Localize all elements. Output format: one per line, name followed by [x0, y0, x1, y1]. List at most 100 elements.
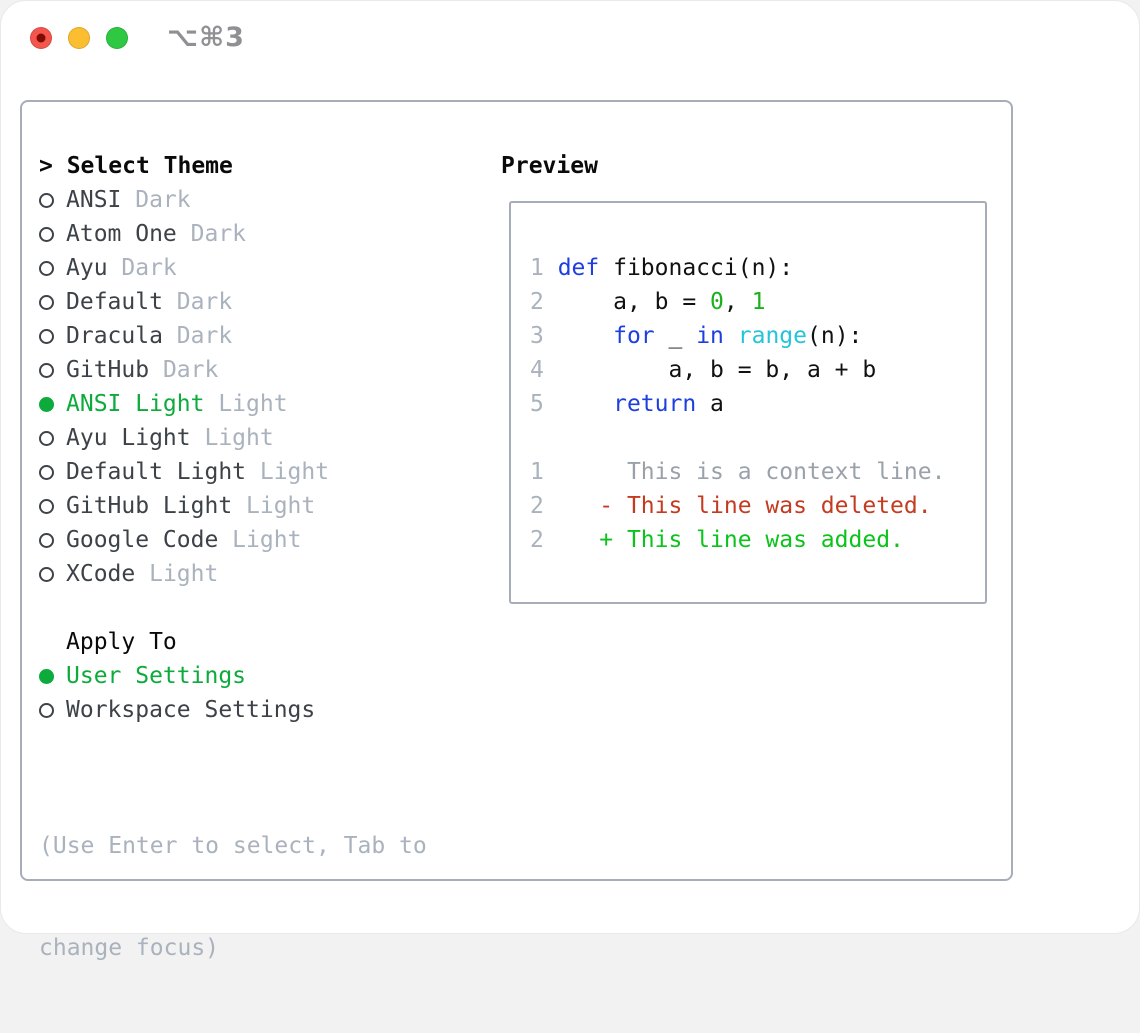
theme-option-atom-one[interactable]: Atom One Dark — [39, 217, 329, 251]
line-number: 4 — [530, 357, 558, 383]
code-segment-literal: 0 — [710, 289, 724, 315]
code-segment-literal: 1 — [751, 289, 766, 315]
radio-icon[interactable] — [39, 532, 54, 548]
theme-name: GitHub — [66, 357, 150, 383]
code-segment-deleted: - This line was deleted. — [557, 493, 932, 519]
theme-name: Default — [66, 289, 163, 315]
theme-name: ANSI Light — [66, 391, 205, 417]
code-line: 2 a, b = 0, 1 — [530, 285, 945, 319]
theme-variant: Light — [204, 391, 288, 417]
theme-variant: Dark — [107, 255, 177, 281]
radio-icon[interactable] — [39, 430, 54, 446]
code-line: 1 def fibonacci(n): — [530, 251, 945, 285]
code-line: 1 This is a context line. — [530, 455, 945, 489]
theme-option-github-light[interactable]: GitHub Light Light — [39, 489, 329, 523]
radio-icon[interactable] — [39, 464, 54, 480]
help-text: (Use Enter to select, Tab to change focu… — [39, 761, 427, 1033]
code-line: 4 a, b = b, a + b — [530, 353, 945, 387]
radio-icon[interactable] — [39, 192, 54, 208]
theme-name: Ayu Light — [66, 425, 191, 451]
theme-name: Default Light — [66, 459, 247, 485]
code-line: 2 + This line was added. — [530, 523, 945, 557]
code-segment-code: _ — [654, 323, 697, 349]
radio-icon[interactable] — [39, 362, 54, 378]
apply-option-user-settings[interactable]: User Settings — [39, 659, 315, 693]
window-shortcut-label: ⌥⌘3 — [167, 22, 245, 53]
theme-option-ansi-light[interactable]: ANSI Light Light — [39, 387, 329, 421]
theme-option-github[interactable]: GitHub Dark — [39, 353, 329, 387]
theme-option-dracula[interactable]: Dracula Dark — [39, 319, 329, 353]
line-number: 1 — [530, 255, 558, 281]
theme-option-google-code[interactable]: Google Code Light — [39, 523, 329, 557]
code-segment-keyword: return — [613, 391, 697, 417]
code-segment-code: (n): — [807, 323, 863, 349]
theme-variant: Dark — [121, 187, 191, 213]
radio-icon[interactable] — [39, 566, 54, 582]
theme-option-ayu-light[interactable]: Ayu Light Light — [39, 421, 329, 455]
radio-icon[interactable] — [39, 294, 54, 310]
code-segment-code — [558, 323, 613, 349]
code-line: 2 - This line was deleted. — [530, 489, 945, 523]
theme-option-ayu[interactable]: Ayu Dark — [39, 251, 329, 285]
zoom-button[interactable] — [106, 27, 128, 49]
code-segment-code — [724, 323, 738, 349]
radio-icon[interactable] — [39, 702, 54, 718]
radio-icon[interactable] — [39, 226, 54, 242]
theme-variant: Dark — [149, 357, 219, 383]
code-segment-added: + This line was added. — [557, 527, 904, 553]
theme-name: Atom One — [66, 221, 177, 247]
code-segment-keyword: for — [613, 323, 655, 349]
line-number: 5 — [530, 391, 558, 417]
apply-option-workspace-settings[interactable]: Workspace Settings — [39, 693, 315, 727]
theme-option-default[interactable]: Default Dark — [39, 285, 329, 319]
selection-cursor-icon: > — [39, 153, 67, 179]
code-segment-code: a, b = — [557, 289, 711, 315]
close-button[interactable] — [30, 27, 52, 49]
line-number: 2 — [530, 289, 558, 315]
select-theme-title: Select Theme — [66, 153, 233, 179]
line-number: 2 — [530, 493, 558, 519]
theme-option-default-light[interactable]: Default Light Light — [39, 455, 329, 489]
code-line: 5 return a — [530, 387, 945, 421]
theme-option-ansi[interactable]: ANSI Dark — [39, 183, 329, 217]
theme-option-xcode[interactable]: XCode Light — [39, 557, 329, 591]
theme-variant: Light — [190, 425, 274, 451]
window-controls — [30, 27, 128, 49]
theme-name: Dracula — [66, 323, 163, 349]
theme-variant: Dark — [162, 289, 233, 315]
line-number: 2 — [530, 527, 558, 553]
code-segment-code: a, b = b, a + b — [557, 357, 877, 383]
code-segment-code: a — [696, 391, 724, 417]
theme-name: Google Code — [66, 527, 219, 553]
radio-icon[interactable] — [39, 328, 54, 344]
theme-variant: Light — [232, 493, 316, 519]
radio-selected-icon[interactable] — [39, 668, 54, 684]
code-segment-code: , — [723, 289, 752, 315]
minimize-button[interactable] — [68, 27, 90, 49]
theme-name: ANSI — [66, 187, 122, 213]
line-number: 1 — [530, 459, 558, 485]
theme-variant: Light — [246, 459, 330, 485]
code-segment-keyword: in — [696, 323, 724, 349]
help-line-1: (Use Enter to select, Tab to — [39, 833, 427, 859]
radio-icon[interactable] — [39, 498, 54, 514]
code-segment-code — [558, 391, 613, 417]
select-theme-header: > Select Theme — [39, 149, 233, 183]
theme-variant: Dark — [176, 221, 247, 247]
apply-to-title: Apply To — [66, 629, 177, 655]
radio-icon[interactable] — [39, 260, 54, 276]
apply-option-label: User Settings — [66, 663, 247, 689]
preview-title: Preview — [501, 153, 598, 179]
code-segment-keyword: def — [557, 255, 600, 281]
code-segment-code: fibonacci(n): — [599, 255, 794, 281]
theme-variant: Light — [218, 527, 302, 553]
theme-variant: Dark — [162, 323, 233, 349]
radio-selected-icon[interactable] — [39, 396, 54, 412]
code-segment-builtin: range — [737, 323, 807, 349]
theme-name: GitHub Light — [66, 493, 233, 519]
